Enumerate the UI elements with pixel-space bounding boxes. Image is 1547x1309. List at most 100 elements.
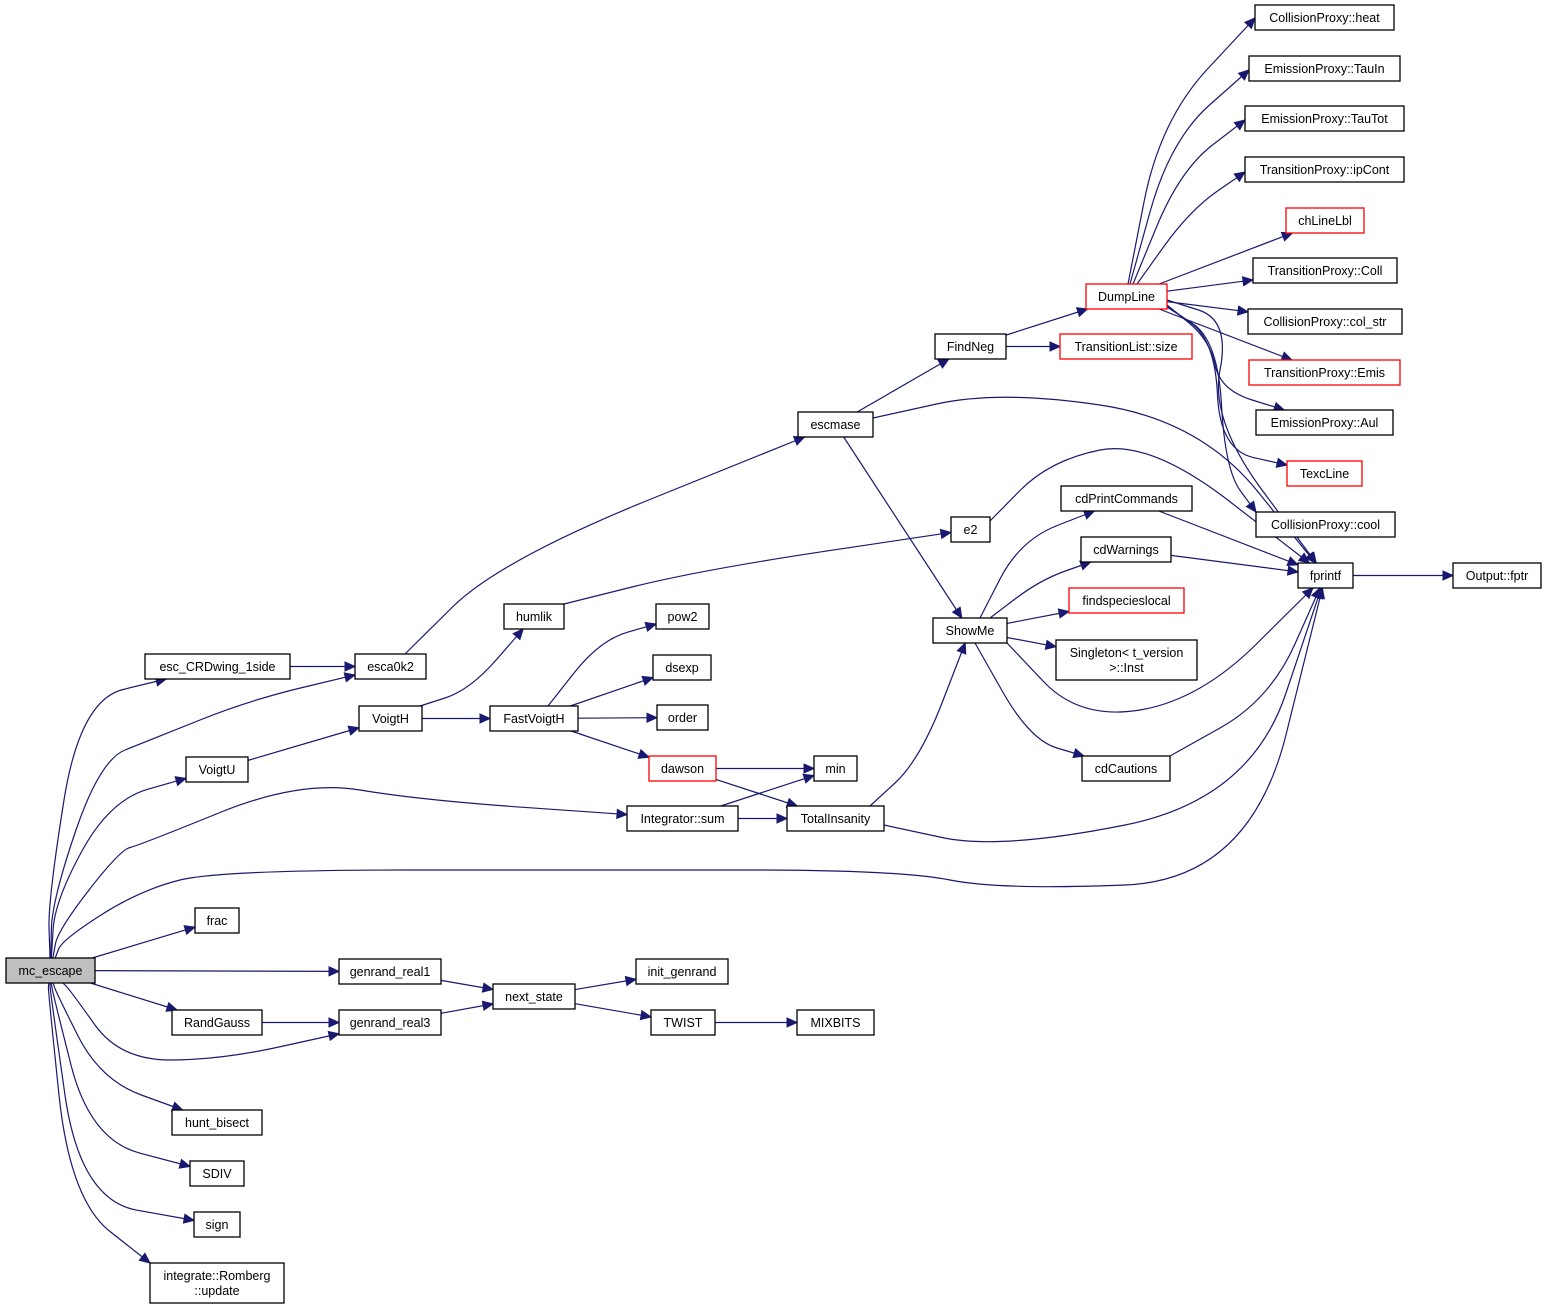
node-twist[interactable]: TWIST	[650, 1009, 716, 1036]
node-label: CollisionProxy::cool	[1271, 518, 1380, 532]
arrowhead-icon	[512, 628, 524, 641]
node-transitionproxy-emis[interactable]: TransitionProxy::Emis	[1248, 359, 1401, 386]
node-pow2[interactable]: pow2	[655, 603, 710, 630]
node-voigtu[interactable]: VoigtU	[185, 756, 249, 783]
node-box	[185, 756, 249, 783]
node-emissionproxy-tautot[interactable]: EmissionProxy::TauTot	[1244, 105, 1405, 132]
edge-line	[563, 531, 952, 605]
node-e2[interactable]: e2	[950, 516, 991, 543]
node-collisionproxy-col-str[interactable]: CollisionProxy::col_str	[1247, 308, 1403, 335]
arrowhead-icon	[1233, 171, 1247, 183]
node-label: mc_escape	[19, 964, 83, 978]
arrowhead-icon	[344, 661, 357, 672]
node-label: TransitionProxy::Emis	[1264, 366, 1385, 380]
node-genrand-real3[interactable]: genrand_real3	[338, 1009, 442, 1036]
node-box	[813, 755, 858, 782]
node-cdprintcommands[interactable]: cdPrintCommands	[1060, 485, 1193, 512]
edge-line	[856, 358, 950, 413]
edge-mc_escape-to-RandGauss	[90, 982, 179, 1012]
arrowhead-icon	[1312, 586, 1323, 600]
edge-line	[52, 787, 628, 959]
node-esca0k2[interactable]: esca0k2	[354, 653, 427, 680]
node-label: dawson	[661, 762, 704, 776]
node-cdwarnings[interactable]: cdWarnings	[1080, 536, 1172, 563]
node-chlinelbl[interactable]: chLineLbl	[1285, 207, 1365, 234]
node-integrator-sum[interactable]: Integrator::sum	[626, 805, 739, 832]
node-humlik[interactable]: humlik	[503, 603, 565, 630]
node-escmase[interactable]: escmase	[797, 411, 874, 438]
arrowhead-icon	[347, 725, 361, 736]
edge-line	[47, 982, 151, 1264]
node-fastvoigth[interactable]: FastVoigtH	[489, 705, 579, 732]
node-transitionproxy-coll[interactable]: TransitionProxy::Coll	[1252, 257, 1398, 284]
node-findspecieslocal[interactable]: findspecieslocal	[1068, 587, 1185, 614]
node-voigth[interactable]: VoigtH	[358, 705, 423, 732]
node-mc-escape[interactable]: mc_escape	[5, 957, 96, 984]
node-box	[338, 958, 442, 985]
node-emissionproxy-tauin[interactable]: EmissionProxy::TauIn	[1248, 55, 1401, 82]
node-showme[interactable]: ShowMe	[932, 617, 1008, 644]
edge-mc_escape-to-sign	[49, 982, 196, 1224]
node-box	[648, 755, 717, 782]
node-box	[1248, 55, 1401, 82]
node-box	[1254, 4, 1395, 31]
node-order[interactable]: order	[656, 704, 709, 731]
edge-esca0k2-to-escmase	[404, 436, 806, 655]
node-fprintf[interactable]: fprintf	[1297, 562, 1354, 589]
node-label: VoigtU	[199, 763, 236, 777]
edge-line	[1166, 305, 1257, 513]
node-label: TotalInsanity	[801, 812, 871, 826]
node-dsexp[interactable]: dsexp	[652, 654, 712, 681]
edge-FastVoigtH-to-order	[577, 712, 659, 724]
node-transitionlist-size[interactable]: TransitionList::size	[1059, 333, 1193, 360]
node-box	[786, 805, 885, 832]
edge-RandGauss-to-genrand_real3	[262, 1017, 341, 1028]
node-cdcautions[interactable]: cdCautions	[1081, 755, 1171, 782]
node-box	[194, 907, 240, 934]
arrowhead-icon	[1072, 747, 1086, 759]
edge-FastVoigtH-to-dsexp	[570, 675, 655, 707]
arrowhead-icon	[1082, 509, 1096, 520]
arrowhead-icon	[786, 1017, 799, 1028]
node-label: CollisionProxy::heat	[1269, 11, 1380, 25]
node-transitionproxy-ipcont[interactable]: TransitionProxy::ipCont	[1244, 156, 1405, 183]
node-box	[1247, 308, 1403, 335]
node-box	[171, 1009, 263, 1036]
node-min[interactable]: min	[813, 755, 858, 782]
node-collisionproxy-heat[interactable]: CollisionProxy::heat	[1254, 4, 1395, 31]
node-box	[1055, 639, 1198, 681]
node-init-genrand[interactable]: init_genrand	[635, 958, 729, 985]
edge-FindNeg-to-DumpLine	[1005, 307, 1089, 336]
edge-next_state-to-init_genrand	[574, 975, 638, 991]
node-totalinsanity[interactable]: TotalInsanity	[786, 805, 885, 832]
arrowhead-icon	[624, 975, 638, 987]
edge-mc_escape-to-genrand_real1	[94, 966, 341, 977]
edge-line	[883, 587, 1322, 843]
node-collisionproxy-cool[interactable]: CollisionProxy::cool	[1255, 511, 1396, 538]
node-texcline[interactable]: TexcLine	[1286, 460, 1363, 487]
edge-mc_escape-to-frac	[91, 925, 197, 959]
node-emissionproxy-aul[interactable]: EmissionProxy::Aul	[1255, 409, 1394, 436]
node-sign[interactable]: sign	[193, 1211, 241, 1238]
node-label: cdWarnings	[1093, 543, 1159, 557]
node-dumpline[interactable]: DumpLine	[1085, 283, 1168, 310]
node-singleton-inst[interactable]: Singleton< t_version>::Inst	[1055, 639, 1198, 681]
node-next-state[interactable]: next_state	[492, 983, 576, 1010]
node-hunt-bisect[interactable]: hunt_bisect	[171, 1109, 263, 1136]
node-label: FindNeg	[947, 340, 994, 354]
node-box	[171, 1109, 263, 1136]
node-mixbits[interactable]: MIXBITS	[796, 1009, 875, 1036]
node-frac[interactable]: frac	[194, 907, 240, 934]
node-randgauss[interactable]: RandGauss	[171, 1009, 263, 1036]
edge-VoigtH-to-FastVoigtH	[422, 713, 492, 724]
arrowhead-icon	[1286, 565, 1300, 576]
node-box	[1452, 562, 1542, 589]
node-output-fptr[interactable]: Output::fptr	[1452, 562, 1542, 589]
node-sdiv[interactable]: SDIV	[189, 1160, 245, 1187]
arrowhead-icon	[183, 925, 197, 936]
node-romberg-update[interactable]: integrate::Romberg::update	[149, 1262, 285, 1304]
node-esc-crdwing-1side[interactable]: esc_CRDwing_1side	[144, 653, 291, 680]
node-findneg[interactable]: FindNeg	[934, 333, 1007, 360]
node-genrand-real1[interactable]: genrand_real1	[338, 958, 442, 985]
node-dawson[interactable]: dawson	[648, 755, 717, 782]
